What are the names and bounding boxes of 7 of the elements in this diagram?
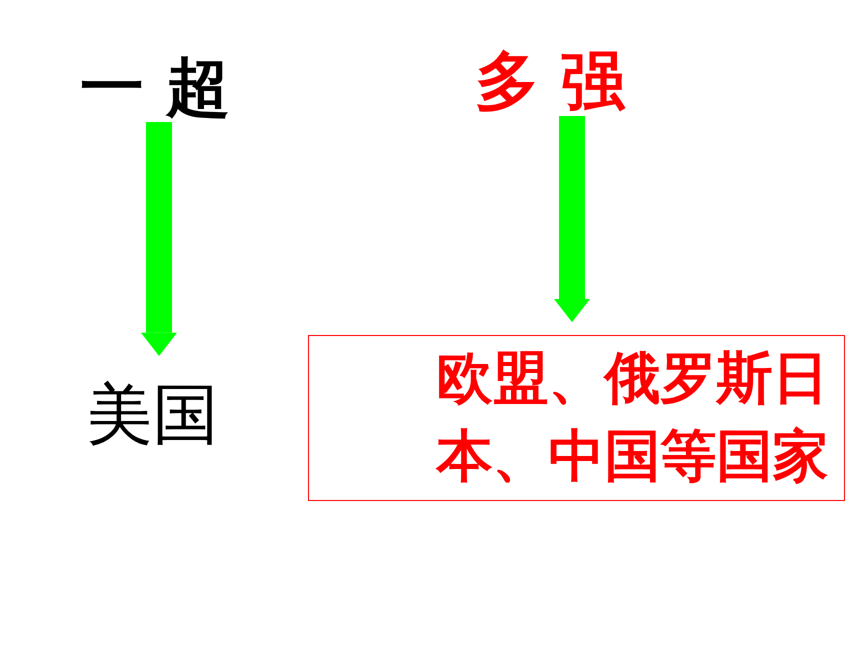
heading-text: 一 超 [80, 56, 230, 120]
heading-text: 多 强 [474, 50, 626, 114]
arrow [141, 122, 177, 356]
arrow [554, 116, 590, 322]
country-label: 美国 [86, 374, 218, 455]
country-list-box [308, 335, 845, 501]
country-list-text: 欧盟、俄罗斯日本、中国等国家 [434, 344, 828, 491]
